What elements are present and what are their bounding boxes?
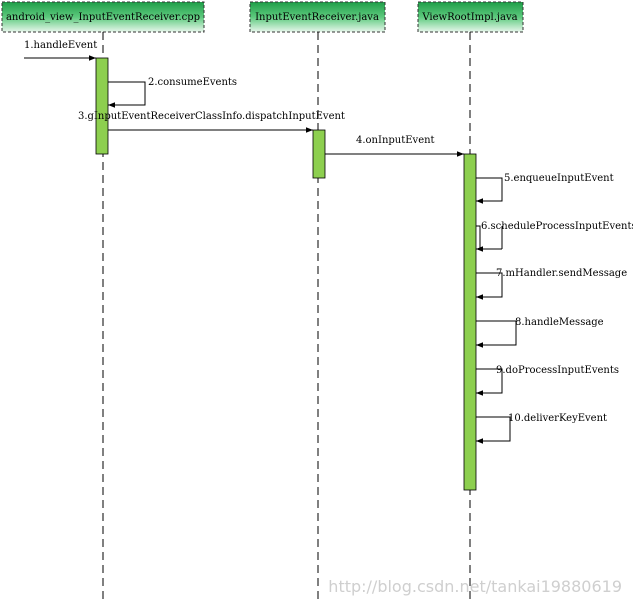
lifeline-label-java: InputEventReceiver.java xyxy=(255,12,379,23)
lifeline-header-cpp: android_view_InputEventReceiver.cpp xyxy=(1,1,205,33)
lifeline-header-vri: ViewRootImpl.java xyxy=(417,1,524,33)
message-label-1: 1.handleEvent xyxy=(24,40,97,51)
message-label-2: 2.consumeEvents xyxy=(148,77,237,88)
message-5: 5.enqueueInputEvent xyxy=(476,173,614,204)
message-label-5: 5.enqueueInputEvent xyxy=(504,173,614,184)
message-4: 4.onInputEvent xyxy=(325,135,464,157)
message-10: 10.deliverKeyEvent xyxy=(476,413,607,444)
message-6: 6.scheduleProcessInputEvents xyxy=(476,221,633,252)
lifeline-label-vri: ViewRootImpl.java xyxy=(421,12,517,23)
message-1: 1.handleEvent xyxy=(24,40,97,61)
activation-java xyxy=(312,129,326,179)
message-label-8: 8.handleMessage xyxy=(515,317,604,328)
message-label-3: 3.gInputEventReceiverClassInfo.dispatchI… xyxy=(78,111,345,122)
message-label-6: 6.scheduleProcessInputEvents xyxy=(481,221,633,232)
activation-vri xyxy=(463,153,477,491)
message-9: 9.doProcessInputEvents xyxy=(476,365,619,396)
message-label-9: 9.doProcessInputEvents xyxy=(496,365,619,376)
message-label-10: 10.deliverKeyEvent xyxy=(508,413,607,424)
lifeline-label-cpp: android_view_InputEventReceiver.cpp xyxy=(6,12,200,23)
watermark: http://blog.csdn.net/tankai19880619 xyxy=(328,577,622,596)
message-2: 2.consumeEvents xyxy=(108,77,237,108)
message-label-7: 7.mHandler.sendMessage xyxy=(496,268,627,279)
message-7: 7.mHandler.sendMessage xyxy=(476,268,627,300)
message-3: 3.gInputEventReceiverClassInfo.dispatchI… xyxy=(78,111,345,133)
message-8: 8.handleMessage xyxy=(476,317,604,348)
lifeline-header-java: InputEventReceiver.java xyxy=(249,1,386,33)
message-label-4: 4.onInputEvent xyxy=(356,135,435,146)
activation-cpp xyxy=(95,57,109,155)
